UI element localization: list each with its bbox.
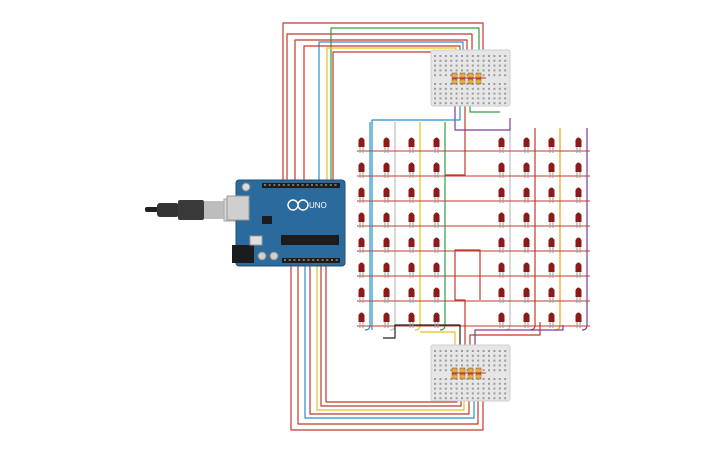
- led[interactable]: [408, 137, 415, 154]
- breadboard-top-resistors: [451, 72, 486, 85]
- led[interactable]: [408, 162, 415, 179]
- breadboard-bottom-resistors: [451, 367, 486, 380]
- led[interactable]: [383, 312, 390, 329]
- led[interactable]: [523, 187, 530, 204]
- reset-button[interactable]: [241, 182, 251, 192]
- breadboard-top-holes: [434, 55, 507, 105]
- led[interactable]: [548, 137, 555, 154]
- analog-power-header[interactable]: [282, 258, 340, 263]
- usb-port: [226, 195, 250, 221]
- led[interactable]: [548, 312, 555, 329]
- led[interactable]: [433, 212, 440, 229]
- led[interactable]: [498, 212, 505, 229]
- led[interactable]: [548, 262, 555, 279]
- led[interactable]: [408, 262, 415, 279]
- breadboard-bottom[interactable]: [430, 344, 511, 402]
- power-jack: [232, 245, 254, 263]
- led[interactable]: [358, 287, 365, 304]
- led[interactable]: [358, 162, 365, 179]
- led[interactable]: [575, 262, 582, 279]
- capacitor-1: [257, 251, 267, 261]
- digital-pin-header[interactable]: [262, 183, 340, 188]
- led[interactable]: [358, 262, 365, 279]
- led[interactable]: [433, 262, 440, 279]
- led[interactable]: [358, 212, 365, 229]
- led[interactable]: [498, 162, 505, 179]
- led[interactable]: [383, 212, 390, 229]
- led[interactable]: [523, 237, 530, 254]
- led[interactable]: [575, 312, 582, 329]
- led[interactable]: [498, 287, 505, 304]
- led[interactable]: [383, 262, 390, 279]
- led[interactable]: [383, 162, 390, 179]
- led[interactable]: [408, 287, 415, 304]
- model-label: UNO: [309, 201, 327, 210]
- led[interactable]: [575, 237, 582, 254]
- usb-connector: [204, 201, 224, 219]
- led[interactable]: [523, 262, 530, 279]
- led[interactable]: [358, 187, 365, 204]
- led[interactable]: [358, 312, 365, 329]
- led[interactable]: [548, 237, 555, 254]
- led[interactable]: [433, 162, 440, 179]
- led[interactable]: [408, 187, 415, 204]
- usb-plug: [157, 203, 179, 217]
- led[interactable]: [383, 137, 390, 154]
- usb-cable[interactable]: [145, 198, 239, 222]
- led[interactable]: [433, 237, 440, 254]
- led[interactable]: [498, 262, 505, 279]
- arduino-logo: [287, 199, 309, 211]
- chip-small: [262, 216, 272, 224]
- led[interactable]: [408, 312, 415, 329]
- led[interactable]: [498, 237, 505, 254]
- led[interactable]: [523, 162, 530, 179]
- led[interactable]: [523, 287, 530, 304]
- led[interactable]: [575, 162, 582, 179]
- led[interactable]: [548, 162, 555, 179]
- led[interactable]: [523, 312, 530, 329]
- led-matrix[interactable]: [358, 137, 582, 329]
- led[interactable]: [575, 187, 582, 204]
- led[interactable]: [575, 212, 582, 229]
- led[interactable]: [523, 137, 530, 154]
- led[interactable]: [498, 187, 505, 204]
- led[interactable]: [408, 212, 415, 229]
- led[interactable]: [548, 287, 555, 304]
- led[interactable]: [383, 237, 390, 254]
- led[interactable]: [358, 237, 365, 254]
- led[interactable]: [433, 287, 440, 304]
- arduino-uno-board[interactable]: UNO: [226, 179, 346, 267]
- led[interactable]: [498, 137, 505, 154]
- led[interactable]: [433, 312, 440, 329]
- led[interactable]: [383, 187, 390, 204]
- led[interactable]: [433, 137, 440, 154]
- led[interactable]: [383, 287, 390, 304]
- led[interactable]: [575, 287, 582, 304]
- led[interactable]: [548, 187, 555, 204]
- led[interactable]: [358, 137, 365, 154]
- crystal: [249, 235, 263, 246]
- led[interactable]: [498, 312, 505, 329]
- microcontroller-chip: [281, 235, 339, 245]
- led[interactable]: [575, 137, 582, 154]
- capacitor-2: [269, 251, 279, 261]
- led[interactable]: [408, 237, 415, 254]
- led[interactable]: [523, 212, 530, 229]
- breadboard-top[interactable]: [430, 49, 511, 107]
- led[interactable]: [548, 212, 555, 229]
- led[interactable]: [433, 187, 440, 204]
